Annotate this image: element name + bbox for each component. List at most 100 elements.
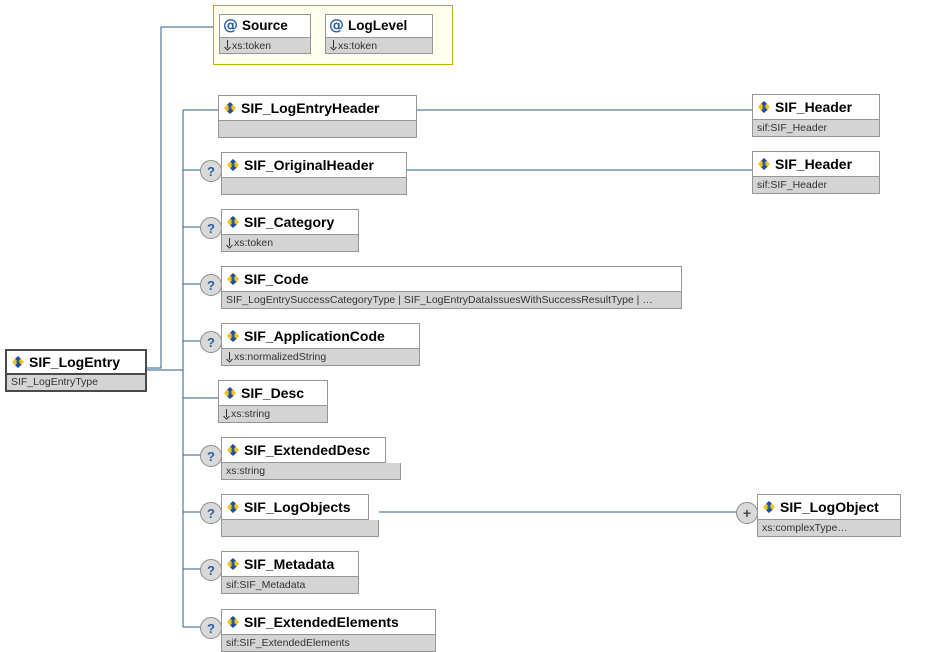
element-type-row: xs:token [221, 235, 359, 252]
occurrence-label: ? [207, 448, 215, 464]
element-icon [226, 500, 240, 514]
element-type-label: xs:token [234, 236, 274, 249]
element-name-row: SIF_OriginalHeader [221, 152, 407, 178]
attribute-type-label: xs:token [232, 39, 272, 52]
element-name-label: SIF_Header [775, 99, 853, 115]
element-node-sif-extendeddesc[interactable]: SIF_ExtendedDesc xs:string [221, 437, 401, 480]
element-type-row [221, 520, 379, 537]
element-name-label: SIF_LogEntryHeader [241, 100, 380, 116]
element-type-label: xs:string [231, 407, 271, 420]
element-icon [757, 157, 771, 171]
occurrence-label: ? [207, 562, 215, 578]
element-icon [226, 272, 240, 286]
element-type-row: xs:complexType… [757, 520, 901, 537]
occurrence-label: ? [207, 505, 215, 521]
occurrence-label: ? [207, 334, 215, 350]
attribute-name: LogLevel [348, 18, 408, 33]
element-node-sif-applicationcode[interactable]: SIF_ApplicationCode xs:normalizedString [221, 323, 420, 366]
occurrence-label: ? [207, 620, 215, 636]
occurrence-marker-optional: ? [200, 274, 222, 296]
element-type-label: xs:normalizedString [234, 350, 327, 363]
element-node-sif-logobjects[interactable]: SIF_LogObjects [221, 494, 379, 537]
attribute-icon: @ [329, 16, 344, 34]
element-icon [757, 100, 771, 114]
element-icon [223, 101, 237, 115]
element-type-row: xs:string [218, 406, 328, 423]
occurrence-marker-optional: ? [200, 617, 222, 639]
element-node-sif-category[interactable]: SIF_Category xs:token [221, 209, 359, 252]
expand-node-button[interactable]: + [736, 502, 758, 524]
occurrence-label: ? [207, 220, 215, 236]
element-icon [226, 443, 240, 457]
element-icon [226, 615, 240, 629]
element-name-label: SIF_Header [775, 156, 853, 172]
occurrence-marker-optional: ? [200, 445, 222, 467]
element-node-sif-logentryheader[interactable]: SIF_LogEntryHeader [218, 95, 417, 138]
type-arrow-icon [226, 351, 233, 363]
attribute-node-loglevel[interactable]: @ LogLevel xs:token [325, 14, 433, 54]
element-name-label: SIF_LogObject [780, 499, 879, 515]
attribute-source-header: @ Source [219, 14, 311, 38]
occurrence-marker-optional: ? [200, 559, 222, 581]
element-node-ref-sif-logobject[interactable]: SIF_LogObject xs:complexType… [757, 494, 901, 537]
type-arrow-icon [224, 40, 231, 51]
attribute-node-source[interactable]: @ Source xs:token [219, 14, 311, 54]
element-icon [226, 557, 240, 571]
element-type-row: sif:SIF_Header [752, 177, 880, 194]
element-name-label: SIF_ExtendedElements [244, 614, 399, 630]
type-arrow-icon [223, 408, 230, 420]
element-node-sif-originalheader[interactable]: SIF_OriginalHeader [221, 152, 407, 195]
element-name-label: SIF_LogObjects [244, 499, 351, 515]
element-name-row: SIF_LogEntryHeader [218, 95, 417, 121]
element-type-row [218, 121, 417, 138]
attribute-source-type: xs:token [219, 38, 311, 54]
attribute-type-label: xs:token [338, 39, 378, 52]
element-name-row: SIF_LogObjects [221, 494, 369, 520]
element-type-row [221, 178, 407, 195]
element-node-sif-code[interactable]: SIF_Code SIF_LogEntrySuccessCategoryType… [221, 266, 682, 309]
occurrence-label: ? [207, 277, 215, 293]
expand-label: + [742, 505, 752, 521]
element-name-label: SIF_Code [244, 271, 309, 287]
element-node-sif-desc[interactable]: SIF_Desc xs:string [218, 380, 328, 423]
attribute-loglevel-header: @ LogLevel [325, 14, 433, 38]
attribute-icon: @ [223, 16, 238, 34]
occurrence-marker-optional: ? [200, 502, 222, 524]
element-icon [226, 329, 240, 343]
root-type-row: SIF_LogEntryType [5, 375, 147, 392]
element-node-ref-sif-header-2[interactable]: SIF_Header sif:SIF_Header [752, 151, 880, 194]
occurrence-marker-optional: ? [200, 217, 222, 239]
element-name-row: SIF_Header [752, 94, 880, 120]
element-name-label: SIF_Metadata [244, 556, 335, 572]
element-icon [223, 386, 237, 400]
occurrence-marker-optional: ? [200, 331, 222, 353]
element-node-sif-logentry[interactable]: SIF_LogEntry SIF_LogEntryType [5, 349, 147, 392]
element-type-row: xs:normalizedString [221, 349, 420, 366]
element-icon [11, 355, 25, 369]
element-icon [226, 215, 240, 229]
root-name-row: SIF_LogEntry [5, 349, 147, 375]
element-node-sif-extendedelements[interactable]: SIF_ExtendedElements sif:SIF_ExtendedEle… [221, 609, 436, 652]
element-type-row: sif:SIF_ExtendedElements [221, 635, 436, 652]
element-node-sif-metadata[interactable]: SIF_Metadata sif:SIF_Metadata [221, 551, 359, 594]
element-name-row: SIF_ApplicationCode [221, 323, 420, 349]
element-type-row: SIF_LogEntrySuccessCategoryType | SIF_Lo… [221, 292, 682, 309]
type-arrow-icon [226, 237, 233, 249]
element-name-label: SIF_ApplicationCode [244, 328, 385, 344]
element-name-label: SIF_OriginalHeader [244, 157, 374, 173]
element-name-row: SIF_Code [221, 266, 682, 292]
element-name-row: SIF_ExtendedElements [221, 609, 436, 635]
element-name-label: SIF_Desc [241, 385, 305, 401]
attribute-loglevel-type: xs:token [325, 38, 433, 54]
attribute-name: Source [242, 18, 288, 33]
occurrence-label: ? [207, 163, 215, 179]
element-name-row: SIF_Header [752, 151, 880, 177]
element-name-row: SIF_Desc [218, 380, 328, 406]
type-arrow-icon [330, 40, 337, 51]
element-node-ref-sif-header-1[interactable]: SIF_Header sif:SIF_Header [752, 94, 880, 137]
element-type-row: sif:SIF_Header [752, 120, 880, 137]
element-type-row: xs:string [221, 463, 401, 480]
occurrence-marker-optional: ? [200, 160, 222, 182]
root-name-label: SIF_LogEntry [29, 354, 121, 370]
